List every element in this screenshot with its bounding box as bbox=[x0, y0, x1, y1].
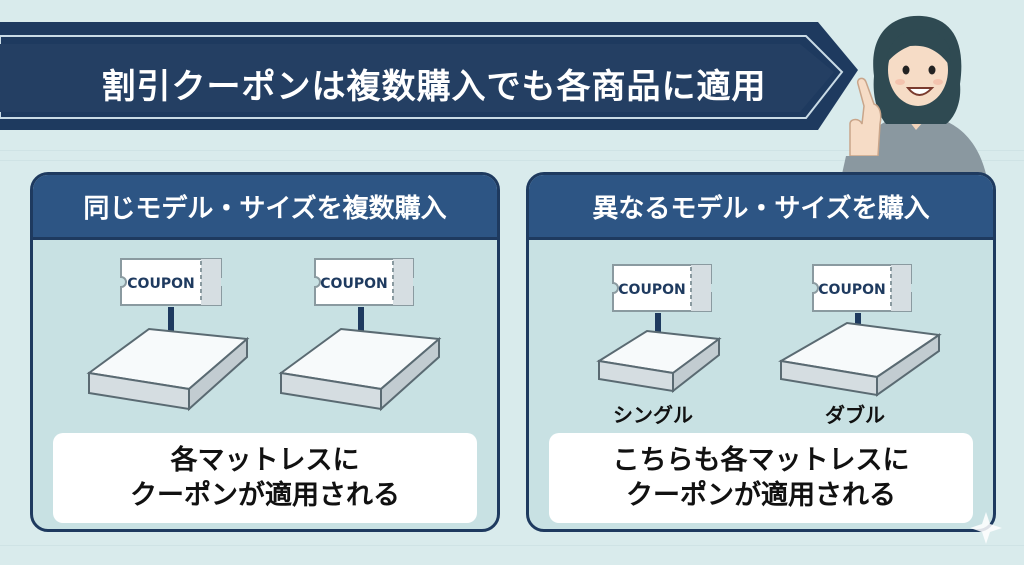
caption-line: こちらも各マットレスに bbox=[612, 444, 910, 476]
caption-box: 各マットレスに クーポンが適用される bbox=[53, 433, 477, 523]
mattress-icon bbox=[86, 327, 250, 412]
coupon-label: COUPON bbox=[618, 282, 685, 298]
coupon-label: COUPON bbox=[320, 276, 387, 292]
mattress-icon bbox=[778, 321, 942, 397]
coupon-label: COUPON bbox=[127, 276, 194, 292]
coupon-ticket-icon: COUPON bbox=[120, 258, 222, 306]
same-model-panel: 同じモデル・サイズを複数購入 COUPON COUPON bbox=[30, 172, 500, 532]
panel-illustration: COUPON COUPON bbox=[596, 264, 942, 397]
page-title: 割引クーポンは複数購入でも各商品に適用 bbox=[101, 66, 767, 107]
coupon-ticket-icon: COUPON bbox=[812, 264, 912, 312]
panel-header: 異なるモデル・サイズを購入 bbox=[529, 175, 993, 240]
caption-line: クーポンが適用される bbox=[626, 480, 896, 511]
title-banner bbox=[0, 22, 858, 130]
coupon-ticket-icon: COUPON bbox=[612, 264, 712, 312]
coupon-ticket-icon: COUPON bbox=[314, 258, 414, 306]
presenter-illustration bbox=[842, 15, 986, 174]
caption-line: クーポンが適用される bbox=[130, 480, 400, 511]
panel-header: 同じモデル・サイズを複数購入 bbox=[33, 175, 497, 240]
size-label-single: シングル bbox=[613, 403, 693, 427]
sparkle-icon bbox=[970, 512, 1002, 544]
size-label-double: ダブル bbox=[825, 403, 885, 427]
caption-line: 各マットレスに bbox=[170, 444, 360, 476]
different-model-panel: 異なるモデル・サイズを購入 COUPON COUPON bbox=[526, 172, 996, 532]
caption-box: こちらも各マットレスに クーポンが適用される bbox=[549, 433, 973, 523]
mattress-icon bbox=[596, 329, 722, 394]
mattress-icon bbox=[278, 327, 442, 412]
coupon-label: COUPON bbox=[818, 282, 885, 298]
panel-illustration: COUPON COUPON bbox=[86, 258, 442, 412]
